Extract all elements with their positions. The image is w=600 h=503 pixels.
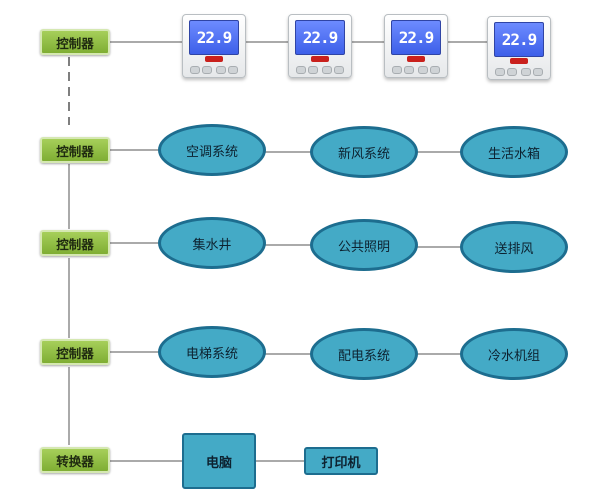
brand-logo — [311, 56, 329, 62]
controller-box-2[interactable]: 控制器 — [40, 137, 110, 163]
thermostat-button[interactable] — [308, 66, 318, 74]
controller-box-4[interactable]: 控制器 — [40, 339, 110, 365]
node-label: 电梯系统 — [185, 346, 238, 362]
node-printer[interactable]: 打印机 — [304, 447, 378, 475]
brand-logo — [510, 58, 528, 64]
thermostat-button[interactable] — [228, 66, 238, 74]
brand-logo — [205, 56, 223, 62]
thermostat-button[interactable] — [296, 66, 306, 74]
node-fresh-air[interactable]: 新风系统 — [310, 126, 418, 178]
node-computer[interactable]: 电脑 — [182, 433, 256, 489]
thermostat-button[interactable] — [392, 66, 402, 74]
converter-label: 转换器 — [56, 453, 94, 469]
node-ventilation[interactable]: 送排风 — [460, 221, 568, 273]
node-label: 打印机 — [321, 455, 361, 471]
node-label: 集水井 — [192, 237, 232, 253]
node-elevator[interactable]: 电梯系统 — [158, 326, 266, 378]
thermostat-display: 22.9 — [295, 20, 345, 55]
thermostat-button[interactable] — [216, 66, 226, 74]
node-power-distribution[interactable]: 配电系统 — [310, 328, 418, 380]
thermostat-button[interactable] — [507, 68, 517, 76]
thermostat-button[interactable] — [418, 66, 428, 74]
controller-label: 控制器 — [56, 35, 94, 51]
thermostat-4[interactable]: 22.9 — [487, 16, 551, 80]
thermostat-display: 22.9 — [189, 20, 239, 55]
node-label: 公共照明 — [337, 239, 390, 255]
converter-box[interactable]: 转换器 — [40, 447, 110, 473]
brand-logo — [407, 56, 425, 62]
thermostat-button[interactable] — [533, 68, 543, 76]
thermostat-2[interactable]: 22.9 — [288, 14, 352, 78]
thermostat-button[interactable] — [190, 66, 200, 74]
thermostat-button[interactable] — [322, 66, 332, 74]
node-water-tank[interactable]: 生活水箱 — [460, 126, 568, 178]
node-air-conditioning[interactable]: 空调系统 — [158, 124, 266, 176]
controller-label: 控制器 — [56, 345, 94, 361]
node-label: 生活水箱 — [487, 146, 540, 162]
thermostat-button[interactable] — [495, 68, 505, 76]
controller-box-3[interactable]: 控制器 — [40, 230, 110, 256]
controller-label: 控制器 — [56, 143, 94, 159]
thermostat-3[interactable]: 22.9 — [384, 14, 448, 78]
controller-label: 控制器 — [56, 236, 94, 252]
thermostat-display: 22.9 — [391, 20, 441, 55]
node-public-lighting[interactable]: 公共照明 — [310, 219, 418, 271]
node-label: 电脑 — [205, 455, 232, 471]
thermostat-button[interactable] — [430, 66, 440, 74]
node-label: 送排风 — [494, 241, 534, 257]
thermostat-button[interactable] — [404, 66, 414, 74]
node-label: 冷水机组 — [487, 348, 540, 364]
node-sump-pit[interactable]: 集水井 — [158, 217, 266, 269]
node-label: 配电系统 — [337, 348, 390, 364]
thermostat-reading: 22.9 — [501, 30, 538, 49]
thermostat-button[interactable] — [334, 66, 344, 74]
thermostat-reading: 22.9 — [398, 28, 435, 47]
thermostat-reading: 22.9 — [196, 28, 233, 47]
node-label: 新风系统 — [337, 146, 390, 162]
thermostat-button[interactable] — [521, 68, 531, 76]
node-chiller[interactable]: 冷水机组 — [460, 328, 568, 380]
controller-box-1[interactable]: 控制器 — [40, 29, 110, 55]
thermostat-reading: 22.9 — [302, 28, 339, 47]
thermostat-button[interactable] — [202, 66, 212, 74]
node-label: 空调系统 — [185, 144, 238, 160]
thermostat-display: 22.9 — [494, 22, 544, 57]
thermostat-1[interactable]: 22.9 — [182, 14, 246, 78]
